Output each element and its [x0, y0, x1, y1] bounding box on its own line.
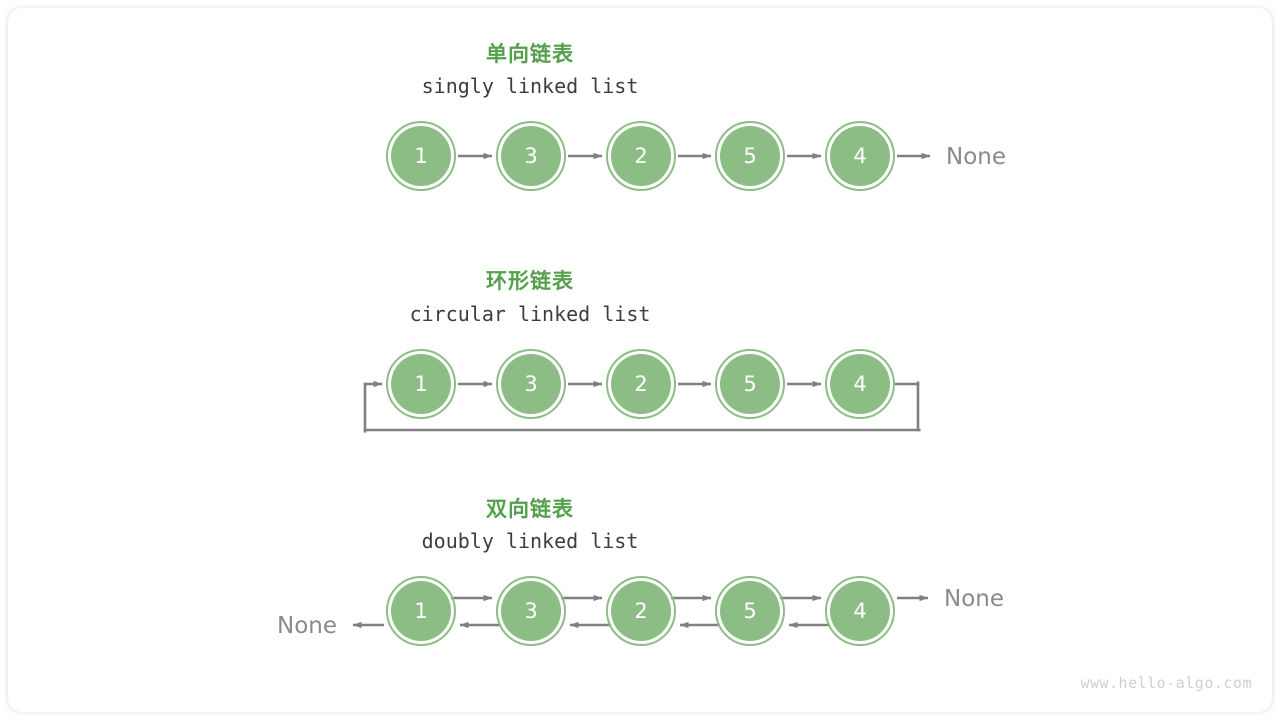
node-outer-ring [386, 121, 456, 191]
linked-list-node [825, 121, 895, 191]
node-core-circle [501, 354, 561, 414]
node-core-circle [611, 581, 671, 641]
singly-tail-none-label: None [946, 144, 1007, 170]
node-core-circle [391, 354, 451, 414]
section-subtitle-doubly: doubly linked list [421, 529, 639, 553]
node-outer-ring [496, 349, 566, 419]
linked-list-node [715, 349, 785, 419]
node-outer-ring [715, 121, 785, 191]
node-core-circle [501, 126, 561, 186]
linked-list-node [825, 576, 895, 646]
node-outer-ring [606, 349, 676, 419]
linked-list-node [496, 349, 566, 419]
section-title-circular: 环形链表 [486, 269, 574, 293]
node-core-circle [611, 354, 671, 414]
node-outer-ring [496, 576, 566, 646]
linked-list-node [825, 349, 895, 419]
node-core-circle [391, 581, 451, 641]
node-core-circle [720, 354, 780, 414]
linked-list-node [715, 121, 785, 191]
section-title-singly: 单向链表 [486, 42, 574, 66]
node-outer-ring [715, 349, 785, 419]
node-outer-ring [386, 349, 456, 419]
node-outer-ring [715, 576, 785, 646]
node-outer-ring [825, 349, 895, 419]
linked-list-node [386, 576, 456, 646]
node-outer-ring [825, 576, 895, 646]
linked-list-node [606, 576, 676, 646]
node-core-circle [391, 126, 451, 186]
section-subtitle-circular: circular linked list [409, 302, 651, 326]
linked-list-node [386, 349, 456, 419]
node-outer-ring [825, 121, 895, 191]
linked-list-node [715, 576, 785, 646]
watermark-url: www.hello-algo.com [1080, 674, 1252, 692]
node-core-circle [720, 126, 780, 186]
linked-list-node [496, 576, 566, 646]
node-core-circle [830, 126, 890, 186]
node-outer-ring [606, 576, 676, 646]
doubly-head-none-label: None [276, 613, 337, 639]
linked-list-node [386, 121, 456, 191]
node-core-circle [501, 581, 561, 641]
node-core-circle [830, 354, 890, 414]
node-core-circle [830, 581, 890, 641]
section-title-doubly: 双向链表 [486, 497, 574, 521]
node-outer-ring [386, 576, 456, 646]
doubly-tail-none-label: None [944, 586, 1005, 612]
node-outer-ring [496, 121, 566, 191]
node-outer-ring [606, 121, 676, 191]
section-subtitle-singly: singly linked list [421, 74, 639, 98]
linked-list-node [496, 121, 566, 191]
linked-list-node [606, 349, 676, 419]
node-core-circle [720, 581, 780, 641]
node-core-circle [611, 126, 671, 186]
linked-list-node [606, 121, 676, 191]
